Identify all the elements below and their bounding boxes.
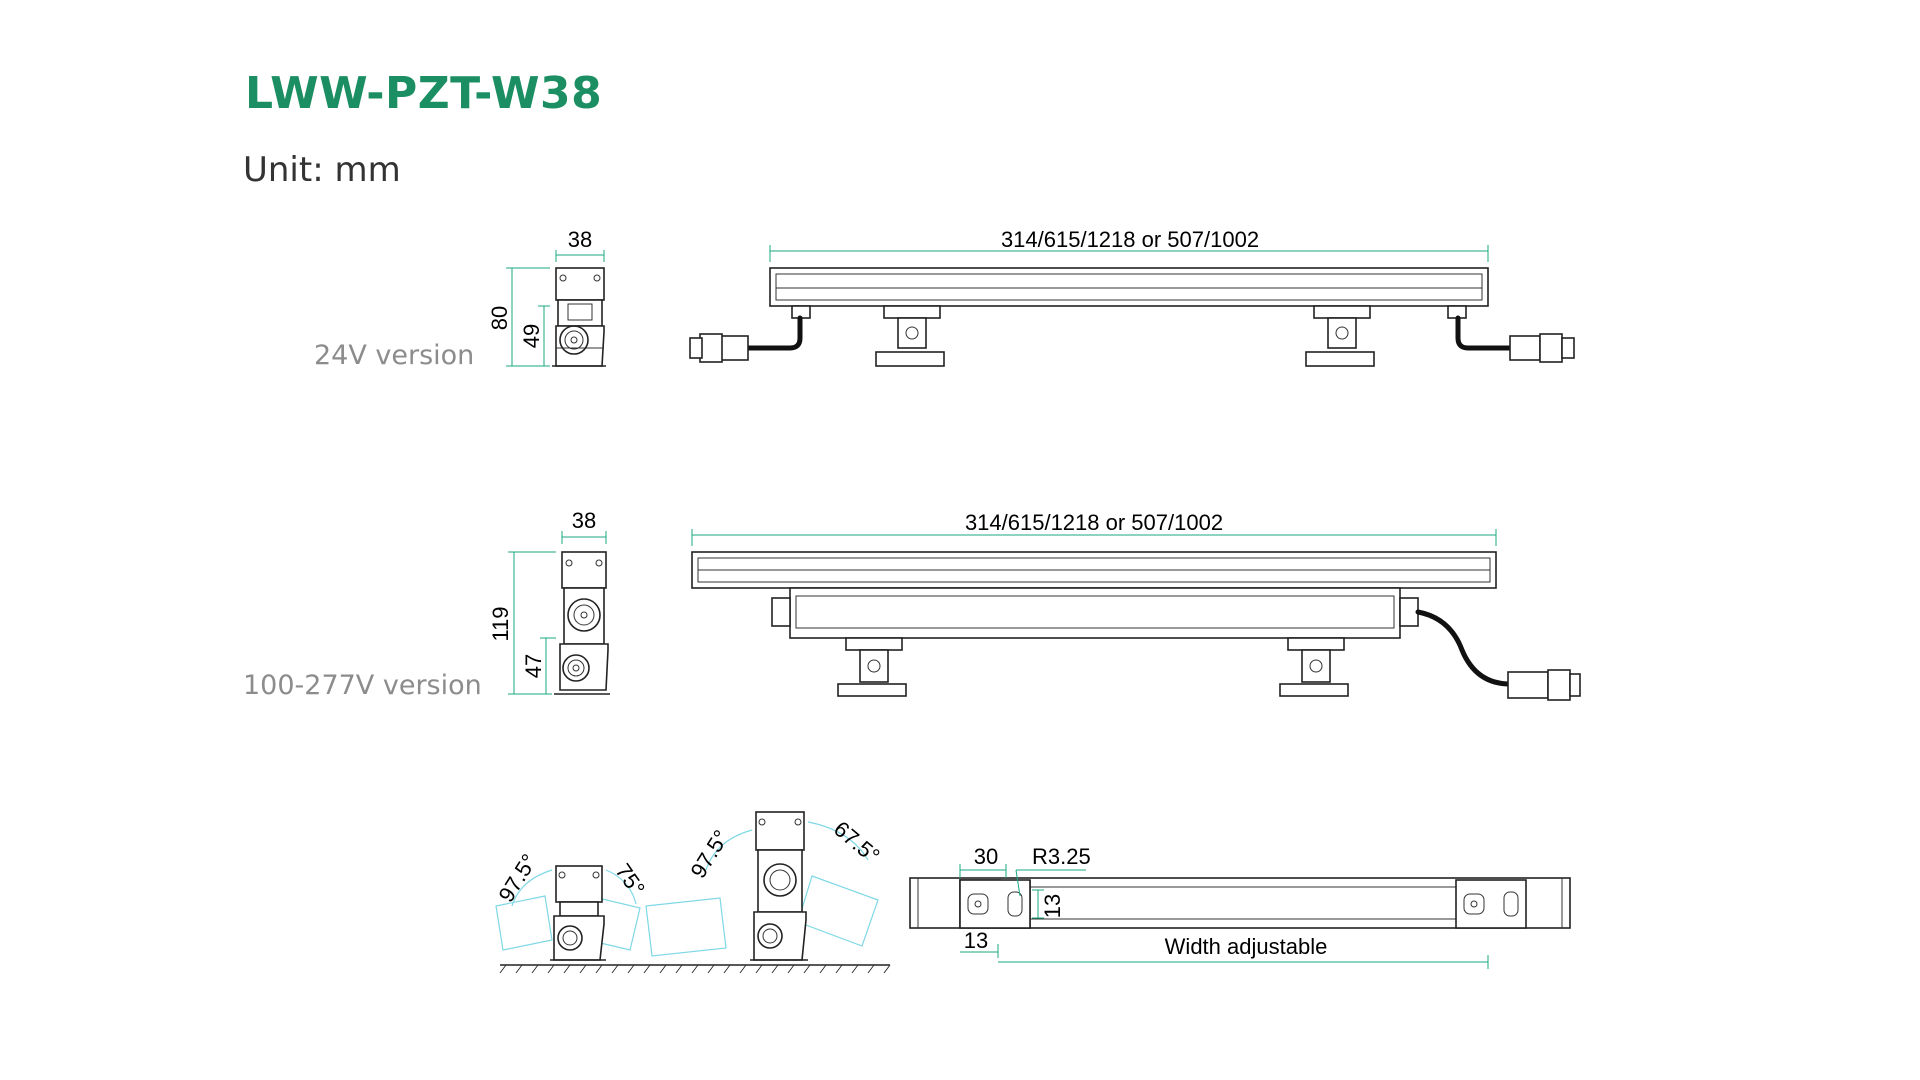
hv-length-label: 314/615/1218 or 507/1002 (965, 510, 1223, 535)
ground-line (499, 964, 891, 974)
tilt-large-fixture (645, 811, 879, 961)
bottom-slot-width-label: 13 (1040, 894, 1065, 918)
hv-length-dimension (691, 529, 1497, 546)
version-label-100-277v: 100-277V version (243, 670, 482, 701)
v24-length-label: 314/615/1218 or 507/1002 (1001, 227, 1259, 252)
hv-height-total-label: 119 (488, 606, 513, 641)
bottom-edge-offset-label: 13 (964, 928, 988, 953)
bottom-view-bar (909, 877, 1571, 929)
width-adjustable-label: Width adjustable (1165, 934, 1328, 959)
hv-width-label: 38 (572, 508, 596, 533)
hv-end-view-dimensions (508, 531, 607, 695)
hv-end-view (554, 551, 610, 695)
v24-height-bracket-label: 49 (519, 324, 544, 348)
tilt-large-right-label: 67.5° (829, 816, 885, 868)
bottom-slot-length-label: 30 (974, 844, 998, 869)
hv-side-view (691, 551, 1581, 701)
tilt-large-left-label: 97.5° (685, 826, 734, 883)
version-label-24v: 24V version (314, 340, 475, 371)
tilt-small-fixture (495, 865, 641, 961)
v24-end-view (552, 267, 606, 367)
bottom-radius-label: R3.25 (1032, 844, 1091, 869)
tilt-small-right-label: 75° (610, 859, 650, 901)
v24-side-view (689, 267, 1575, 367)
v24-end-view-dimensions (506, 250, 605, 367)
v24-length-dimension (769, 245, 1489, 262)
bottom-view-dimensions (959, 864, 1489, 969)
v24-width-label: 38 (568, 227, 592, 252)
v24-height-total-label: 80 (487, 306, 512, 330)
product-title: LWW-PZT-W38 (245, 68, 603, 119)
unit-label: Unit: mm (243, 150, 401, 190)
hv-height-bracket-label: 47 (521, 654, 546, 678)
